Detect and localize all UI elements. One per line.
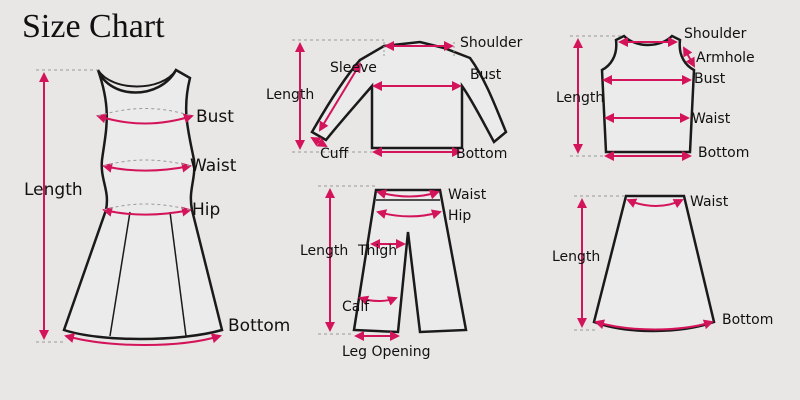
tank-armhole-arrow [683,46,695,68]
dress-length-label: Length [24,180,83,200]
dress-hip-arrow [102,206,192,217]
tank-armhole-label: Armhole [696,50,755,66]
tank-bottom-label: Bottom [698,145,750,161]
jacket-figure [292,39,508,157]
skirt-bottom-label: Bottom [722,312,774,328]
pants-waist-label: Waist [448,187,487,203]
pants-waist-arrow [376,189,440,200]
pants-calf-arrow [358,295,398,306]
jacket-sleeve-arrow [318,62,362,132]
tank-waist-label: Waist [692,111,731,127]
tank-outline [600,34,696,154]
skirt-bottom-arrow [594,319,714,331]
skirt-waist-arrow [626,198,684,209]
skirt-outline [592,194,716,333]
dress-waist-arrow [102,162,192,173]
dress-hip-guide [103,203,191,211]
pants-length-label: Length [300,243,349,259]
jacket-shoulder-label: Shoulder [460,35,523,51]
dress-waist-label: Waist [190,156,237,176]
dress-bottom-label: Bottom [228,316,291,336]
pants-hip-arrow [376,209,442,220]
tank-bust-label: Bust [694,71,726,87]
dress-bottom-arrow [64,333,222,346]
chart-title: Size Chart [22,8,165,45]
tank-figure [570,34,696,161]
dress-hip-label: Hip [192,200,221,220]
dress-bust-arrow [96,113,194,125]
jacket-sleeve-label: Sleeve [330,60,377,76]
jacket-bust-label: Bust [470,67,502,83]
pants-thigh-label: Thigh [358,243,398,259]
pants-hip-label: Hip [448,208,472,224]
dress-bust-label: Bust [196,107,234,127]
dress-neckline [97,69,177,88]
dress-figure [36,68,224,346]
skirt-figure [574,194,716,333]
dress-waist-guide [103,159,191,167]
dress-seam-right [169,211,187,337]
skirt-length-label: Length [552,249,601,265]
pants-figure [318,185,468,341]
pants-calf-label: Calf [342,299,370,315]
dress-seam-left [109,211,131,337]
jacket-length-label: Length [266,87,315,103]
jacket-cuff-arrow [310,137,328,147]
tank-length-label: Length [556,90,605,106]
jacket-bottom-label: Bottom [456,146,508,162]
pants-leg-opening-label: Leg Opening [342,344,431,360]
tank-shoulder-label: Shoulder [684,26,747,42]
jacket-cuff-label: Cuff [320,146,349,162]
skirt-waist-label: Waist [690,194,729,210]
dress-bust-guide [97,108,193,117]
